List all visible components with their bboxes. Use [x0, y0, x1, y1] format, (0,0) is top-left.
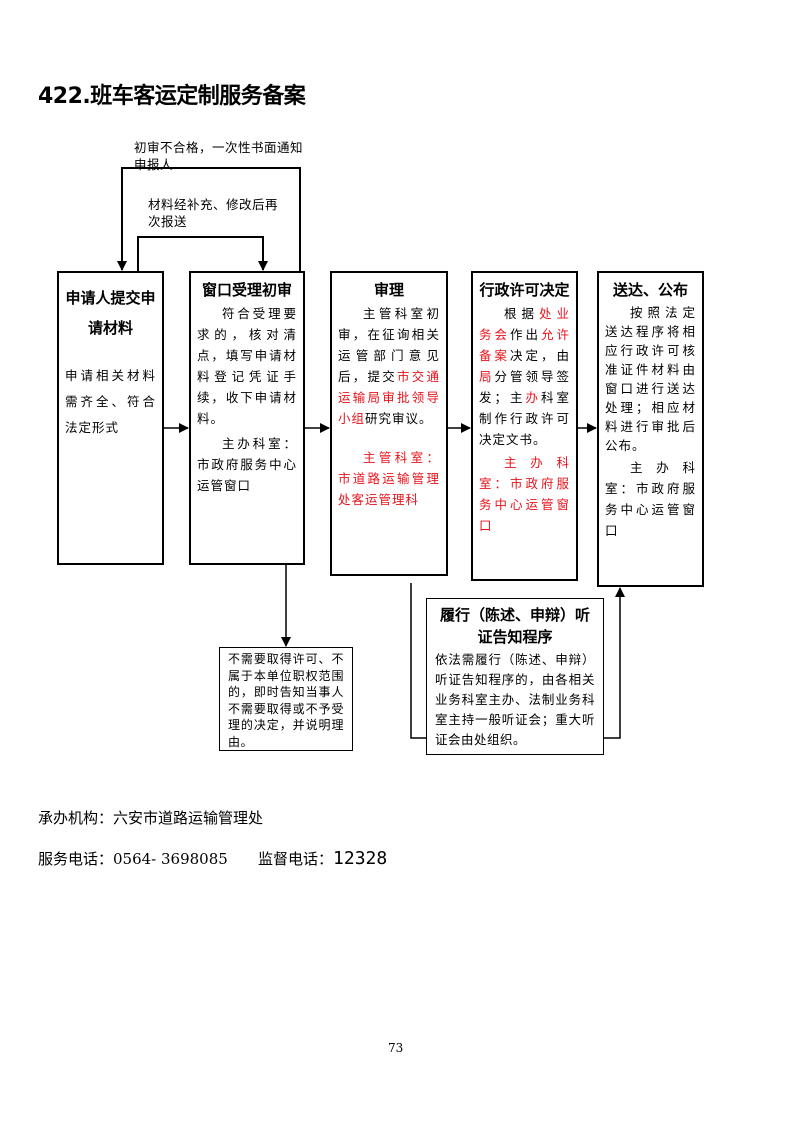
box-decision-body: 根据处业务会作出允许备案决定，由局分管领导签发；主办科室制作行政许可决定文书。	[479, 303, 570, 450]
text-segment: 科室制作行政许可决定文书。	[479, 390, 570, 447]
text-segment: 分管领导签发；主	[479, 369, 570, 405]
agency-text: 承办机构：六安市道路运输管理处	[38, 809, 264, 827]
supervise-number: 12328	[333, 848, 388, 869]
box-review-office: 主管科室：市道路运输管理处客运管理科	[338, 447, 440, 510]
highlight-text: 处业务会	[479, 306, 570, 342]
arrow-hearing-deliver	[604, 587, 625, 739]
box-submit: 申请人提交申请材料 申请相关材料需齐全、符合法定形式	[57, 271, 164, 565]
page-title: 422.班车客运定制服务备案	[38, 84, 306, 109]
box-deliver-office: 主办科室：市政府服务中心运管窗口	[605, 457, 696, 541]
box-submit-body: 申请相关材料需齐全、符合法定形式	[65, 363, 156, 441]
box-review: 审理 主管科室初审，在征询相关运管部门意见后，提交市交通运输局审批领导小组研究审…	[330, 271, 448, 576]
highlight-text: 市交通运输局审批领导小组	[338, 369, 440, 426]
highlight-text: 主管科室：市道路运输管理处客运管理科	[338, 450, 440, 507]
box-decision-office: 主办科室：市政府服务中心运管窗口	[479, 452, 570, 536]
box-deliver: 送达、公布 按照法定送达程序将相应行政许可核准证件材料由窗口进行送达处理；相应材…	[597, 271, 704, 587]
page-number: 73	[388, 1041, 404, 1055]
box-review-title: 审理	[373, 281, 404, 299]
text-segment: 符合受理要求的，核对清点，填写申请材料登记凭证手续，收下申请材料。	[197, 306, 297, 426]
resubmit-note: 材料经补充、修改后再次报送	[148, 197, 279, 229]
supervise-phone: 监督电话：12328	[258, 848, 387, 869]
text-segment: 主管科室初审，在征询相关运管部门意见后，提交	[338, 306, 440, 384]
text-segment: 研究审议。	[365, 411, 433, 426]
text-segment: 依法需履行（陈述、申辩）听证告知程序的，由各相关业务科室主办、法制业务科室主持一…	[435, 652, 595, 747]
box-window-body: 符合受理要求的，核对清点，填写申请材料登记凭证手续，收下申请材料。	[197, 303, 297, 429]
box-not-needed-body: 不需要取得许可、不属于本单位职权范围的，即时告知当事人不需要取得或不予受理的决定…	[228, 651, 344, 750]
highlight-text: 允许备案	[479, 327, 570, 363]
reject-note: 初审不合格，一次性书面通知申报人	[134, 140, 304, 172]
box-window-title: 窗口受理初审	[201, 281, 292, 299]
box-decision-title: 行政许可决定	[479, 281, 570, 299]
text-segment: 作出	[509, 327, 541, 342]
box-decision: 行政许可决定 根据处业务会作出允许备案决定，由局分管领导签发；主办科室制作行政许…	[471, 271, 578, 581]
text-segment: 根据	[504, 306, 539, 321]
resubmit-loop-line	[137, 236, 268, 271]
service-phone: 服务电话：0564- 3698085	[38, 850, 228, 868]
box-hearing-title: 履行（陈述、申辩）听证告知程序	[439, 606, 590, 646]
highlight-text: 办	[525, 390, 541, 405]
text-segment: 主办科室：市政府服务中心运管窗口	[605, 460, 696, 538]
highlight-text: 局	[479, 369, 495, 384]
text-segment: 按照法定送达程序将相应行政许可核准证件材料由窗口进行送达处理；相应材料进行审批后…	[605, 305, 696, 453]
box-review-body: 主管科室初审，在征询相关运管部门意见后，提交市交通运输局审批领导小组研究审议。	[338, 303, 440, 429]
text-segment: 主办科室：市政府服务中心运管窗口	[197, 436, 297, 493]
line-review-hearing	[410, 583, 426, 739]
box-window: 窗口受理初审 符合受理要求的，核对清点，填写申请材料登记凭证手续，收下申请材料。…	[189, 271, 305, 565]
highlight-text: 主办科室：市政府服务中心运管窗口	[479, 455, 570, 533]
reject-loop-line	[117, 167, 301, 271]
text-segment: 不需要取得许可、不属于本单位职权范围的，即时告知当事人不需要取得或不予受理的决定…	[228, 652, 344, 749]
text-segment: 申请相关材料需齐全、符合法定形式	[65, 368, 156, 435]
supervise-label: 监督电话：	[258, 850, 334, 868]
box-window-office: 主办科室：市政府服务中心运管窗口	[197, 433, 297, 496]
box-deliver-body: 按照法定送达程序将相应行政许可核准证件材料由窗口进行送达处理；相应材料进行审批后…	[605, 303, 696, 455]
box-hearing-body: 依法需履行（陈述、申辩）听证告知程序的，由各相关业务科室主办、法制业务科室主持一…	[435, 650, 595, 750]
text-segment: 决定，由	[510, 348, 570, 363]
box-hearing: 履行（陈述、申辩）听证告知程序 依法需履行（陈述、申辩）听证告知程序的，由各相关…	[426, 598, 604, 755]
box-deliver-title: 送达、公布	[612, 281, 688, 299]
box-submit-title: 申请人提交申请材料	[65, 289, 156, 337]
box-not-needed: 不需要取得许可、不属于本单位职权范围的，即时告知当事人不需要取得或不予受理的决定…	[219, 647, 353, 751]
